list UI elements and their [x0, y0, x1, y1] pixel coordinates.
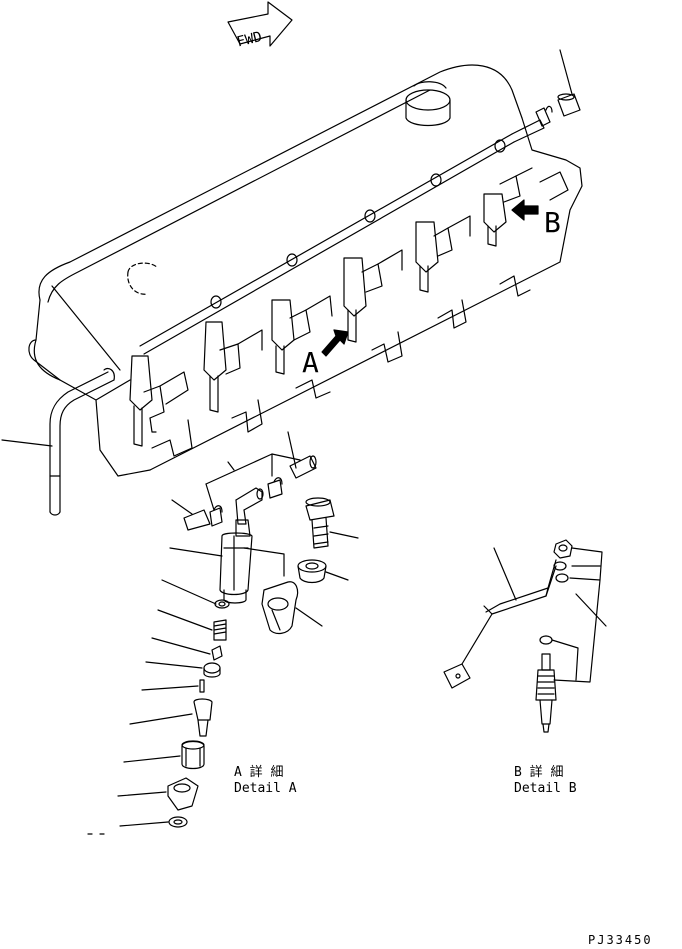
view-a-arrow: A	[302, 329, 349, 379]
rail-end-cap	[557, 49, 581, 117]
fwd-label: FWD	[235, 29, 263, 51]
injector-installed-3	[271, 295, 333, 375]
glow-plug	[535, 653, 557, 733]
view-b-arrow: B	[511, 199, 561, 239]
detail-a-en: Detail A	[234, 781, 297, 796]
mounting-bolt	[305, 497, 359, 549]
short-hose-sleeve	[171, 499, 211, 531]
nozzle-tip	[129, 698, 213, 737]
small-clip-left	[209, 505, 223, 527]
detail-b-jp: B 詳 細	[514, 764, 563, 780]
nozzle-seat-washer	[161, 579, 230, 609]
detail-b-caption: B 詳 細 Detail B	[514, 764, 577, 796]
spacer-ring	[145, 661, 221, 678]
fuel-leak-off-rail	[139, 119, 545, 355]
rail-end-clip	[535, 105, 553, 127]
copper-gasket	[119, 816, 188, 828]
pressure-spring	[157, 609, 227, 641]
glow-plug-bus-bar	[443, 547, 557, 689]
retaining-nut	[123, 740, 205, 770]
detail-b-en: Detail B	[514, 781, 577, 796]
detail-a-caption: A 詳 細 Detail A	[234, 764, 297, 796]
breather-hose	[1, 367, 115, 516]
injector-installed-5	[415, 215, 471, 293]
detail-a-bracket-leader	[205, 453, 301, 485]
leak-off-pipe	[235, 487, 264, 525]
oil-filler-cap	[405, 81, 451, 127]
nozzle-gasket-holder	[117, 777, 199, 811]
needle-valve-pin	[141, 679, 205, 693]
fwd-arrow: FWD	[227, 1, 293, 51]
drawing-code: PJ33450	[588, 933, 653, 947]
spring-seat	[151, 637, 223, 661]
injector-clamp	[261, 581, 323, 635]
return-hose-sleeve	[287, 431, 317, 479]
small-clip-right	[267, 477, 283, 499]
detail-a-jp: A 詳 細	[234, 764, 283, 780]
spherical-washer	[297, 559, 349, 584]
injector-installed-2	[203, 321, 263, 413]
injector-installed-6	[483, 167, 533, 247]
glow-plug-washer-2	[555, 573, 569, 583]
view-b-label: B	[544, 206, 561, 239]
view-a-label: A	[302, 346, 319, 379]
glow-plug-nut	[553, 539, 573, 559]
cylinder-head-cover	[28, 64, 583, 477]
glow-plug-washer-1	[553, 561, 567, 571]
injector-installed-1	[129, 355, 189, 447]
injector-installed-4	[343, 249, 403, 343]
glow-plug-washer-3	[539, 635, 553, 645]
